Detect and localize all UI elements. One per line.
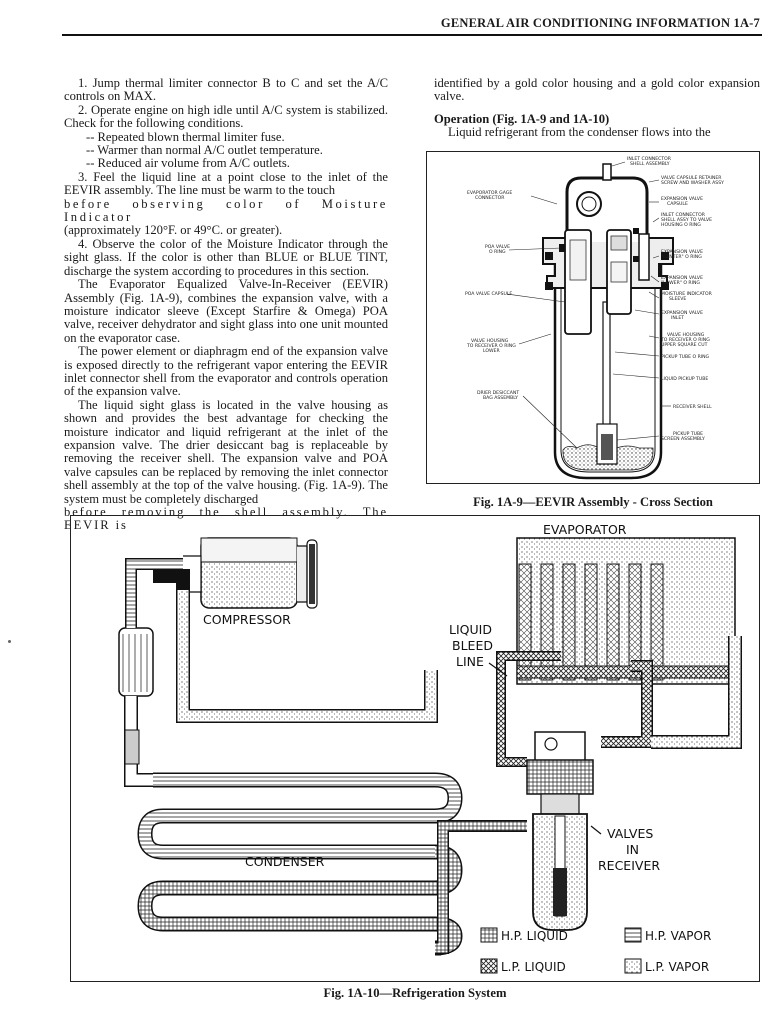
paragraph-step-4: 4. Observe the color of the Moisture Ind… <box>64 236 388 278</box>
muffler <box>118 627 154 697</box>
label-compressor: COMPRESSOR <box>203 612 291 627</box>
legend: H.P. LIQUID H.P. VAPOR L.P. LIQUID L.P. … <box>480 927 711 974</box>
paragraph-step-2: 2. Operate engine on high idle until A/C… <box>64 102 388 131</box>
label-receiver-shell: RECEIVER SHELL <box>673 404 712 410</box>
paragraph-sight-glass: The liquid sight glass is located in the… <box>64 397 388 506</box>
margin-dot <box>8 640 11 643</box>
legend-label-hp-liquid: H.P. LIQUID <box>501 929 568 943</box>
left-text-column: 1. Jump thermal limiter connector B to C… <box>64 76 388 533</box>
label-expansion-valve-lower: EXPANSION VALVE"LOWER" O RING <box>661 275 703 286</box>
legend-label-lp-vapor: L.P. VAPOR <box>645 960 709 974</box>
label-expansion-valve-center: EXPANSION VALVE"CENTER" O RING <box>661 249 703 260</box>
paragraph-identified: identified by a gold color housing and a… <box>434 76 760 104</box>
condition-item: -- Reduced air volume from A/C outlets. <box>86 156 290 171</box>
paragraph-eevir-intro: The Evaporator Equalized Valve-In-Receiv… <box>64 277 388 345</box>
condition-item: -- Warmer than normal A/C outlet tempera… <box>86 143 323 158</box>
legend-label-hp-vapor: H.P. VAPOR <box>645 929 711 943</box>
paragraph-power-element: The power element or diaphragm end of th… <box>64 344 388 399</box>
valves-in-receiver <box>526 731 594 931</box>
paragraph-step-3-end: (approximately 120°F. or 49°C. or greate… <box>64 223 283 238</box>
paragraph-step-1: 1. Jump thermal limiter connector B to C… <box>64 76 388 104</box>
paragraph-step-3: 3. Feel the liquid line at a point close… <box>64 169 388 198</box>
paragraph-operation: Liquid refrigerant from the condenser fl… <box>448 125 711 140</box>
label-poa-valve-capsule: POA VALVE CAPSULE <box>465 291 512 297</box>
legend-swatch-hp-liquid <box>480 927 498 943</box>
legend-label-lp-liquid: L.P. LIQUID <box>501 960 566 974</box>
condition-item: -- Repeated blown thermal limiter fuse. <box>86 129 285 144</box>
page-title: GENERAL AIR CONDITIONING INFORMATION 1A-… <box>440 16 760 30</box>
figure-caption-1a10: Fig. 1A-10—Refrigeration System <box>323 986 507 1000</box>
label-condenser: CONDENSER <box>245 854 325 869</box>
label-evaporator: EVAPORATOR <box>543 522 627 537</box>
page-header: GENERAL AIR CONDITIONING INFORMATION 1A-… <box>62 12 762 36</box>
legend-swatch-lp-vapor <box>624 958 642 974</box>
section-heading-operation: Operation (Fig. 1A-9 and 1A-10) <box>434 111 610 126</box>
right-text-column: identified by a gold color housing and a… <box>434 76 760 140</box>
paragraph-step-3-spaced: before observing color of Moisture Indic… <box>64 196 388 225</box>
figure-caption-1a9: Fig. 1A-9—EEVIR Assembly - Cross Section <box>473 495 713 509</box>
label-liquid-pickup-tube: LIQUID PICKUP TUBE <box>661 376 708 382</box>
compressor <box>183 537 318 609</box>
sight-glass <box>576 191 602 217</box>
legend-swatch-lp-liquid <box>480 958 498 974</box>
legend-swatch-hp-vapor <box>624 927 642 943</box>
label-pickup-tube-oring: PICKUP TUBE O RING <box>661 354 710 360</box>
